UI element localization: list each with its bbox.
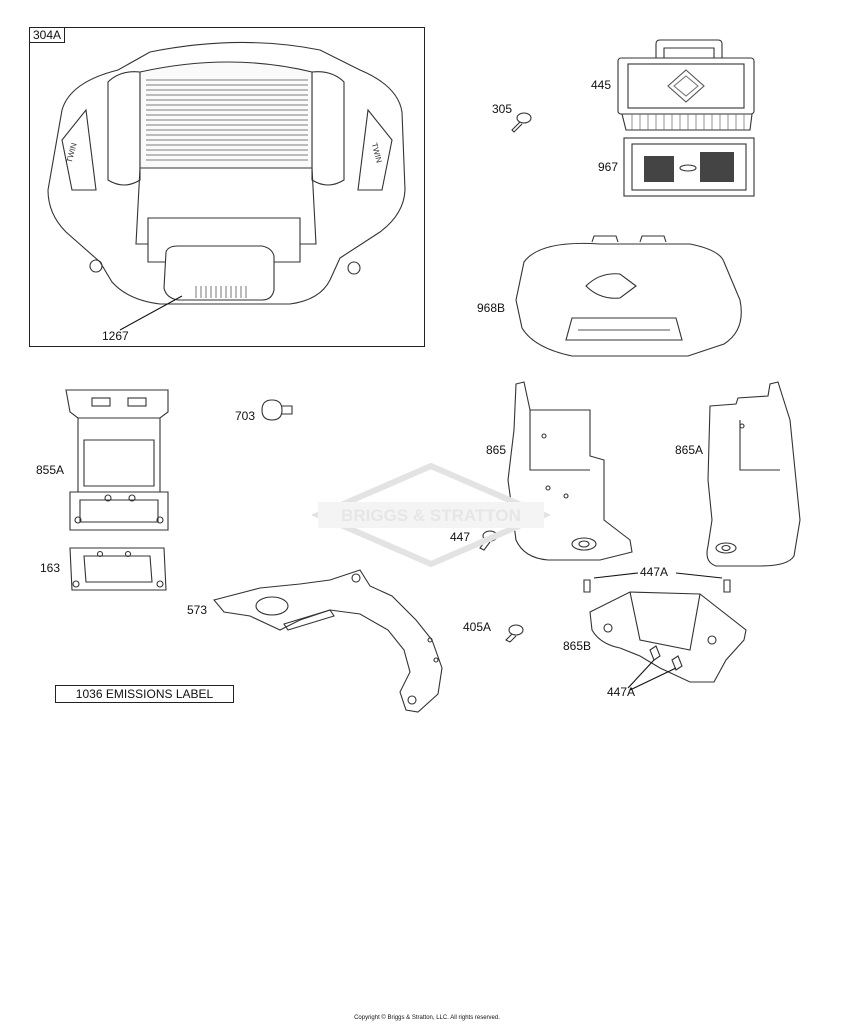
baffle-865B <box>589 591 747 691</box>
callout-163: 163 <box>40 561 61 575</box>
callout-865A: 865A <box>675 443 704 457</box>
blower-housing-304A <box>47 41 406 331</box>
gasket-163 <box>69 547 167 591</box>
adapter-855A <box>65 389 169 531</box>
screw-305 <box>511 112 532 133</box>
callout-703: 703 <box>235 409 256 423</box>
callout-304A: 304A <box>29 27 66 43</box>
cover-968B <box>515 235 742 357</box>
callout-865: 865 <box>486 443 507 457</box>
callout-1267: 1267 <box>102 329 129 343</box>
air-filter-445 <box>617 39 755 131</box>
screws-447A-top <box>583 572 731 593</box>
screw-405A <box>505 624 524 643</box>
callout-865B: 865B <box>563 639 592 653</box>
callout-447: 447 <box>450 530 471 544</box>
emissions-label-box: 1036 EMISSIONS LABEL <box>55 685 234 703</box>
callout-445: 445 <box>591 78 612 92</box>
callout-447A-top: 447A <box>640 565 669 579</box>
backplate-573 <box>213 569 443 713</box>
svg-text:BRIGGS & STRATTON: BRIGGS & STRATTON <box>341 506 521 525</box>
callout-967: 967 <box>598 160 619 174</box>
callout-305: 305 <box>492 102 513 116</box>
callout-447A-bottom: 447A <box>607 685 636 699</box>
callout-405A: 405A <box>463 620 492 634</box>
pre-cleaner-967 <box>623 137 755 197</box>
callout-573: 573 <box>187 603 208 617</box>
callout-968B: 968B <box>477 301 506 315</box>
callout-855A: 855A <box>36 463 65 477</box>
watermark-logo: BRIGGS & STRATTON <box>312 462 550 568</box>
assembly-frame-304A <box>29 27 425 347</box>
baffle-865A <box>706 381 801 567</box>
copyright-text: Copyright © Briggs & Stratton, LLC. All … <box>354 1015 500 1021</box>
clamp-703 <box>261 399 293 421</box>
